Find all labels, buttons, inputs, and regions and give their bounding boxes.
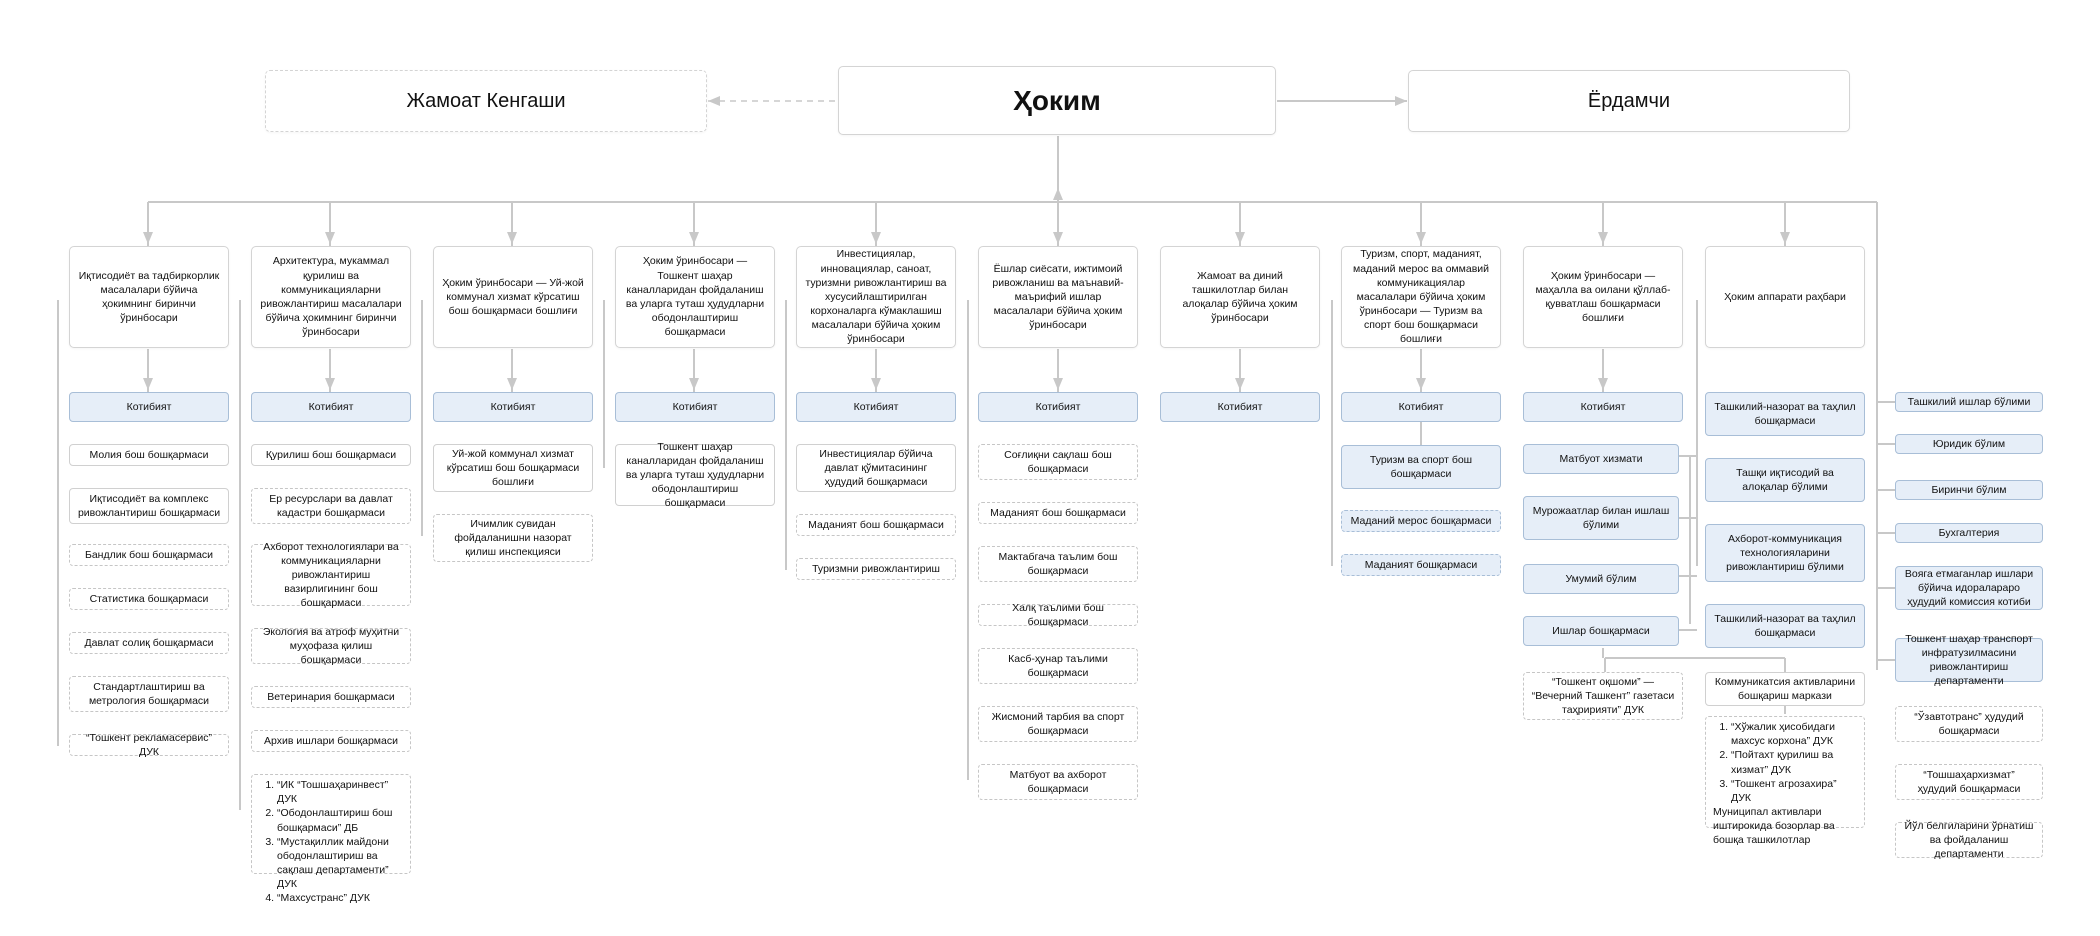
right-item: “Тошшаҳархизмат” ҳудудий бошқармаси	[1895, 764, 2043, 800]
col6-item: Мактабгача таълим бош бошқармаси	[978, 546, 1138, 582]
col4-item: Тошкент шаҳар каналларидан фойдаланиш ва…	[615, 441, 775, 509]
deputy-head-2: Архитектура, мукаммал қурилиш ва коммуни…	[251, 246, 411, 348]
col8-item: Маданият бошқармаси	[1341, 554, 1501, 576]
col6-item: Соғлиқни сақлаш бош бошқармаси	[978, 444, 1138, 480]
col2-item: Экология ва атроф муҳитни муҳофаза қилиш…	[251, 626, 411, 666]
col9-item: “Тошкент оқшоми” — “Вечерний Ташкент” га…	[1523, 672, 1683, 720]
right-item: Ташкилий ишлар бўлими	[1895, 392, 2043, 412]
col8-item: Туризм ва спорт бош бошқармаси	[1341, 445, 1501, 489]
col5-item: Инвестициялар бўйича давлат қўмитасининг…	[796, 444, 956, 492]
col1-item: “Тошкент рекламасервис” ДУК	[69, 732, 229, 758]
right-item: Йўл белгиларини ўрнатиш ва фойдаланиш де…	[1895, 820, 2043, 860]
col10-item: Ташқи иқтисодий ва алоқалар бўлими	[1705, 458, 1865, 502]
col5-item: Туризмни ривожлантириш	[796, 558, 956, 580]
col6-item: Жисмоний тарбия ва спорт бошқармаси	[978, 706, 1138, 742]
public-council-box: Жамоат Кенгаши	[265, 70, 707, 132]
deputy-head-8: Туризм, спорт, маданият, маданий мерос в…	[1341, 246, 1501, 348]
secretariat-2: Котибият	[251, 392, 411, 422]
deputy-head-5: Инвестициялар, инновациялар, саноат, тур…	[796, 246, 956, 348]
col1-item: Давлат солиқ бошқармаси	[69, 632, 229, 654]
secretariat-8: Котибият	[1341, 392, 1501, 422]
col9-item: Матбуот хизмати	[1523, 444, 1679, 474]
secretariat-9: Котибият	[1523, 392, 1683, 422]
col9-item: Умумий бўлим	[1523, 564, 1679, 594]
secretariat-3: Котибият	[433, 392, 593, 422]
col10-item: Ташкилий-назорат ва таҳлил бошқармаси	[1705, 392, 1865, 436]
right-item: “Ўзавтотранс” ҳудудий бошқармаси	[1895, 706, 2043, 742]
right-item: Юридик бўлим	[1895, 434, 2043, 454]
col6-item: Матбуот ва ахборот бошқармаси	[978, 764, 1138, 800]
deputy-head-1: Иқтисодиёт ва тадбиркорлик масалалари бў…	[69, 246, 229, 348]
col10-item: Коммуникатсия активларини бошқариш марка…	[1705, 672, 1865, 706]
col5-item: Маданият бош бошқармаси	[796, 514, 956, 536]
right-item: Тошкент шаҳар транспорт инфратузилмасини…	[1895, 633, 2043, 687]
col2-item: Ахборот технологиялари ва коммуникацияла…	[251, 541, 411, 609]
col2-item: Ветеринария бошқармаси	[251, 686, 411, 708]
right-item: Биринчи бўлим	[1895, 480, 2043, 500]
col2-item: Қурилиш бош бошқармаси	[251, 444, 411, 466]
assistant-box: Ёрдамчи	[1408, 70, 1850, 132]
secretariat-4: Котибият	[615, 392, 775, 422]
col10-enterprise-list: “Хўжалик ҳисобидаги махсус корхона” ДУК …	[1705, 716, 1865, 846]
col2-enterprise-list: “ИК “Тошшаҳаринвест” ДУК “Ободонлаштириш…	[251, 774, 411, 904]
col2-item: Архив ишлари бошқармаси	[251, 730, 411, 752]
secretariat-1: Котибият	[69, 392, 229, 422]
col8-item: Маданий мерос бошқармаси	[1341, 510, 1501, 532]
col1-item: Статистика бошқармаси	[69, 588, 229, 610]
col1-item: Бандлик бош бошқармаси	[69, 544, 229, 566]
secretariat-6: Котибият	[978, 392, 1138, 422]
deputy-head-7: Жамоат ва диний ташкилотлар билан алоқал…	[1160, 246, 1320, 348]
col3-item: Ичимлик сувидан фойдаланишни назорат қил…	[433, 514, 593, 562]
col2-item: Ер ресурслари ва давлат кадастри бошқарм…	[251, 488, 411, 524]
col1-item: Иқтисодиёт ва комплекс ривожлантириш бош…	[69, 488, 229, 524]
col1-item: Стандартлаштириш ва метрология бошқармас…	[69, 676, 229, 712]
col10-item: Ташкилий-назорат ва таҳлил бошқармаси	[1705, 604, 1865, 648]
chief-of-staff-head: Ҳоким аппарати раҳбари	[1705, 246, 1865, 348]
secretariat-5: Котибият	[796, 392, 956, 422]
right-item: Вояга етмаганлар ишлари бўйича идораларa…	[1895, 566, 2043, 610]
col6-item: Халқ таълими бош бошқармаси	[978, 602, 1138, 628]
col6-item: Касб-ҳунар таълими бошқармаси	[978, 648, 1138, 684]
secretariat-7: Котибият	[1160, 392, 1320, 422]
deputy-head-3: Ҳоким ўринбосари — Уй-жой коммунал хизма…	[433, 246, 593, 348]
hokim-box: Ҳоким	[838, 66, 1276, 135]
deputy-head-9: Ҳоким ўринбосари — маҳалла ва оилани қўл…	[1523, 246, 1683, 348]
col1-item: Молия бош бошқармаси	[69, 444, 229, 466]
col6-item: Маданият бош бошқармаси	[978, 502, 1138, 524]
col9-item: Мурожаатлар билан ишлаш бўлими	[1523, 496, 1679, 540]
col10-item: Ахборот-коммуникация технологияларини ри…	[1705, 524, 1865, 582]
col9-item: Ишлар бошқармаси	[1523, 616, 1679, 646]
deputy-head-6: Ёшлар сиёсати, ижтимоий ривожланиш ва ма…	[978, 246, 1138, 348]
col3-item: Уй-жой коммунал хизмат кўрсатиш бош бошқ…	[433, 444, 593, 492]
right-item: Бухгалтерия	[1895, 523, 2043, 543]
deputy-head-4: Ҳоким ўринбосари — Тошкент шаҳар каналла…	[615, 246, 775, 348]
